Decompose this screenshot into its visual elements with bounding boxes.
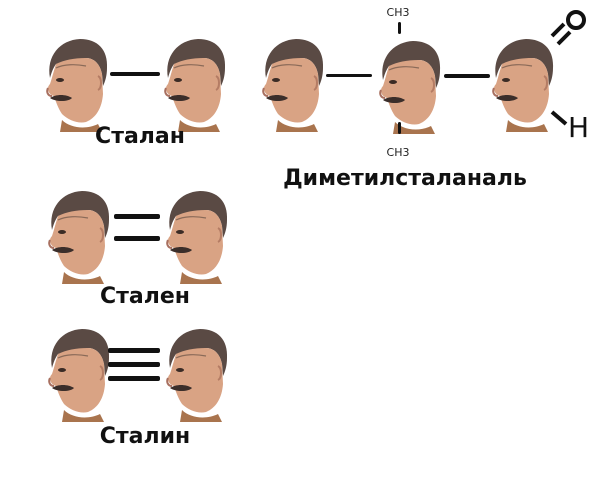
triple-bond-line bbox=[108, 376, 160, 381]
single-bond bbox=[444, 74, 490, 78]
molecule-name-dimethyl: Диметилсталаналь bbox=[283, 166, 527, 191]
portrait-head-icon bbox=[162, 186, 230, 284]
carbonyl-oxygen bbox=[550, 10, 586, 46]
methyl-label-bottom: CH3 bbox=[386, 146, 410, 159]
portrait-head-icon bbox=[42, 34, 110, 132]
triple-bond-line bbox=[108, 348, 160, 353]
methyl-bond-bottom bbox=[398, 122, 401, 134]
portrait-head-icon bbox=[44, 186, 112, 284]
methyl-bond-top bbox=[398, 22, 401, 34]
portrait-head-icon bbox=[375, 36, 443, 134]
double-bond-line bbox=[114, 214, 160, 219]
portrait-head-icon bbox=[160, 34, 228, 132]
hydrogen-symbol: H bbox=[568, 111, 590, 144]
single-bond bbox=[110, 72, 160, 76]
portrait-head-icon bbox=[44, 324, 112, 422]
portrait-head-icon bbox=[162, 324, 230, 422]
triple-bond-line bbox=[108, 362, 160, 367]
hydrogen-bond bbox=[550, 110, 568, 126]
molecule-name-stalen: Стален bbox=[100, 284, 190, 309]
molecule-name-stalan: Сталан bbox=[95, 124, 185, 149]
double-bond-line bbox=[114, 236, 160, 241]
methyl-label-top: CH3 bbox=[386, 6, 410, 19]
molecule-name-stalin: Сталин bbox=[99, 424, 191, 449]
single-bond bbox=[326, 74, 372, 77]
portrait-head-icon bbox=[258, 34, 326, 132]
